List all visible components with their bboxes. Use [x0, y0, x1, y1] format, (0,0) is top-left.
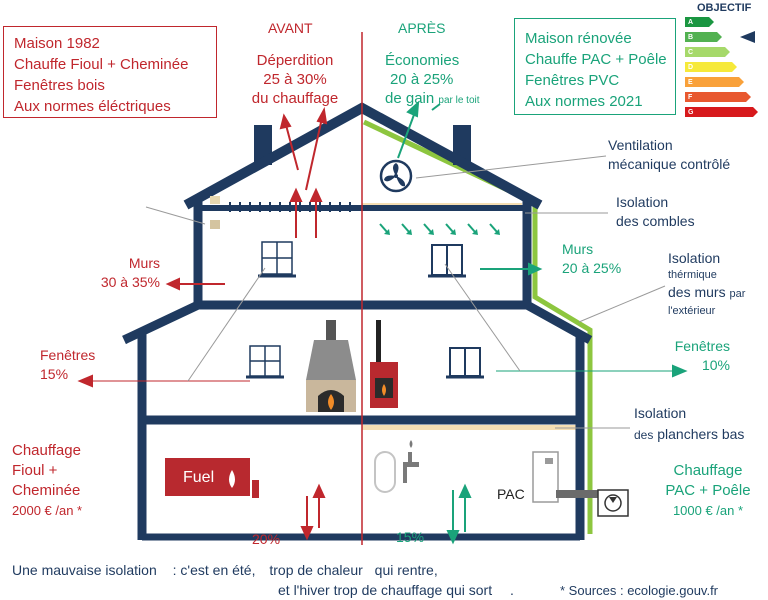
roof-gain-label: Économies 20 à 25% de gain par le toit — [385, 51, 480, 110]
fuel-tank-icon — [165, 458, 259, 498]
after-box-line: Aux normes 2021 — [525, 93, 643, 110]
roof-gain-line1: Économies — [385, 52, 460, 69]
before-walls-value: 30 à 35% — [100, 274, 160, 290]
before-walls-title: Murs — [128, 255, 160, 271]
after-box-line: Maison rénovée — [525, 30, 632, 47]
ext-insul-line4: l'extérieur — [668, 305, 716, 317]
after-windows-title: Fenêtres — [674, 338, 730, 354]
energy-class-d: D — [688, 64, 694, 71]
before-box-line: Aux normes éléctriques — [14, 98, 171, 115]
after-walls-value: 20 à 25% — [562, 260, 622, 276]
before-box-line: Maison 1982 — [14, 35, 100, 52]
roof-loss-line: 25 à 30% — [263, 71, 327, 88]
after-heating-label: Chauffage PAC + Poêle 1000 € /an * — [658, 461, 758, 521]
footer-line1: Une mauvaise isolation : c'est en été, t… — [12, 561, 438, 580]
before-box: Maison 1982 Chauffe Fioul + Cheminée Fen… — [3, 26, 217, 118]
after-heating-line: PAC + Poêle — [665, 482, 751, 499]
roof-loss-line: Déperdition — [256, 52, 334, 69]
roof-loss-line: du chauffage — [251, 90, 339, 107]
after-box-line: Fenêtres PVC — [525, 72, 620, 89]
window-lower-left-icon — [246, 345, 284, 379]
energy-label: OBJECTIF A B C D E F G — [685, 0, 765, 122]
footer-part: qui rentre, — [374, 562, 438, 578]
after-windows-value: 10% — [701, 357, 730, 373]
roof-loss-label: Déperdition 25 à 30% du chauffage — [240, 51, 350, 108]
energy-class-f: F — [688, 94, 693, 101]
after-heating-line: Chauffage — [673, 462, 743, 479]
before-heating-cost: 2000 € /an * — [12, 503, 83, 518]
before-box-line: Chauffe Fioul + Cheminée — [14, 56, 189, 73]
footer-part: et l'hiver trop de chauffage qui sort — [278, 582, 493, 598]
attic-insulation-label: Isolation des combles — [616, 193, 695, 231]
after-walls-label: Murs 20 à 25% — [562, 240, 621, 278]
window-lower-right-icon — [446, 347, 484, 379]
window-upper-right-icon — [428, 244, 466, 278]
external-wall-insulation-label: Isolation thérmique des murs par l'extér… — [668, 250, 745, 320]
before-heating-line: Chauffage — [12, 442, 81, 459]
after-box: Maison rénovée Chauffe PAC + Poêle Fenêt… — [514, 18, 676, 115]
energy-class-a: A — [688, 19, 694, 26]
fireplace-icon — [306, 320, 356, 412]
ext-insul-line2: thérmique — [668, 269, 717, 281]
before-box-line: Fenêtres bois — [14, 77, 105, 94]
heat-pump-icon — [532, 451, 629, 517]
fuel-label: Fuel — [183, 469, 215, 486]
roof-gain-line3-small: par le toit — [438, 95, 480, 106]
faucet-icon — [403, 440, 419, 483]
window-upper-left-icon — [258, 241, 296, 278]
ventilation-line: Ventilation — [608, 137, 673, 153]
floor-insul-line2: planchers bas — [657, 426, 745, 442]
after-header: APRÈS — [398, 20, 446, 36]
footer-source: * Sources : ecologie.gouv.fr — [560, 583, 719, 598]
bathtub-icon — [374, 451, 396, 493]
footer-part: trop de chaleur — [269, 562, 363, 578]
before-heating-line: Cheminée — [12, 482, 81, 499]
floor-loss-before: 20% — [252, 531, 281, 547]
attic-line: des combles — [616, 213, 695, 229]
energy-class-c: C — [688, 49, 694, 56]
attic-line: Isolation — [616, 194, 669, 210]
energy-class-b: B — [688, 34, 694, 41]
floor-insul-line2-small: des — [634, 428, 654, 442]
ventilation-fan-icon — [379, 159, 413, 193]
before-walls-label: Murs 30 à 35% — [90, 254, 160, 292]
before-windows-value: 15% — [40, 366, 69, 382]
after-heating-cost: 1000 € /an * — [672, 503, 744, 518]
floor-insul-line1: Isolation — [634, 405, 687, 421]
roof-gain-line2: 20 à 25% — [390, 71, 454, 88]
roof-gain-line3: de gain — [385, 90, 435, 107]
stove-icon — [370, 320, 398, 408]
before-header: AVANT — [268, 20, 313, 36]
footer-part: : c'est en été, — [172, 562, 256, 578]
after-windows-label: Fenêtres 10% — [640, 337, 730, 375]
ext-insul-line1: Isolation — [668, 250, 721, 266]
before-windows-label: Fenêtres 15% — [40, 346, 95, 384]
after-walls-title: Murs — [562, 241, 594, 257]
pac-label: PAC — [497, 486, 525, 502]
footer-part: . — [510, 582, 514, 598]
energy-class-g: G — [688, 109, 694, 116]
before-heating-label: Chauffage Fioul + Cheminée 2000 € /an * — [12, 441, 82, 521]
ventilation-line: mécanique contrôlé — [608, 156, 731, 172]
energy-class-e: E — [688, 79, 693, 86]
energy-bars-icon — [685, 17, 758, 117]
floor-loss-after: 15% — [396, 529, 425, 545]
energy-label-title: OBJECTIF — [697, 2, 752, 14]
ventilation-label: Ventilation mécanique contrôlé — [608, 136, 730, 174]
before-windows-title: Fenêtres — [40, 347, 96, 363]
floor-insulation-label: Isolation des planchers bas — [634, 403, 744, 446]
footer-line2: et l'hiver trop de chauffage qui sort . — [278, 581, 514, 600]
ext-insul-line3-small: par — [729, 288, 746, 300]
before-heating-line: Fioul + — [12, 462, 58, 479]
footer-part: Une mauvaise isolation — [12, 562, 157, 578]
ext-insul-line3: des murs — [668, 284, 726, 300]
after-box-line: Chauffe PAC + Poêle — [525, 51, 667, 68]
